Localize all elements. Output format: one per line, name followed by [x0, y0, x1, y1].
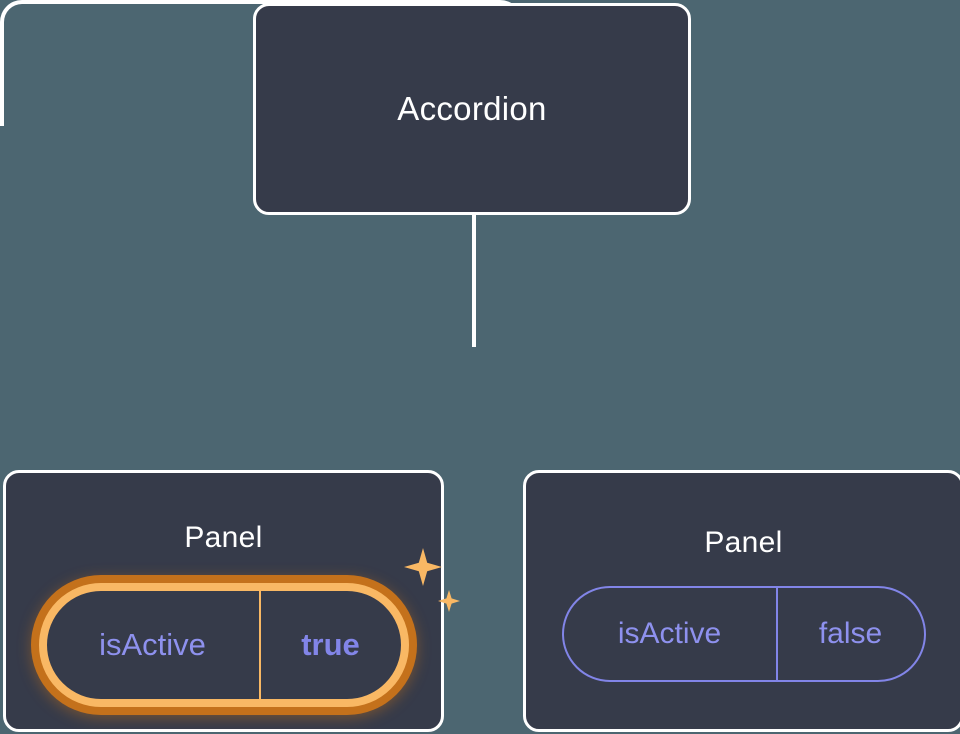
node-panel-inactive-title: Panel: [704, 526, 783, 559]
sparkle-icon: [437, 589, 461, 613]
node-accordion-title: Accordion: [397, 90, 547, 127]
node-accordion[interactable]: Accordion: [253, 3, 691, 215]
prop-key-label: isActive: [99, 627, 206, 662]
prop-key-label: isActive: [617, 617, 722, 650]
node-panel-inactive[interactable]: Panel isActive false: [523, 470, 960, 732]
node-panel-active[interactable]: Panel isActive true: [3, 470, 460, 732]
prop-pill-isactive-false[interactable]: isActive false: [561, 586, 926, 682]
prop-pill-isactive-true[interactable]: isActive true: [38, 583, 409, 707]
node-panel-active-title: Panel: [184, 521, 263, 554]
prop-value-label: true: [258, 591, 401, 699]
connector-root-to-branch: [472, 213, 476, 347]
prop-value-label: false: [775, 588, 924, 680]
sparkle-icon: [403, 547, 443, 587]
prop-pill-wrapper-active: isActive true: [38, 548, 460, 707]
prop-pill-wrapper-inactive: isActive false: [561, 586, 926, 682]
